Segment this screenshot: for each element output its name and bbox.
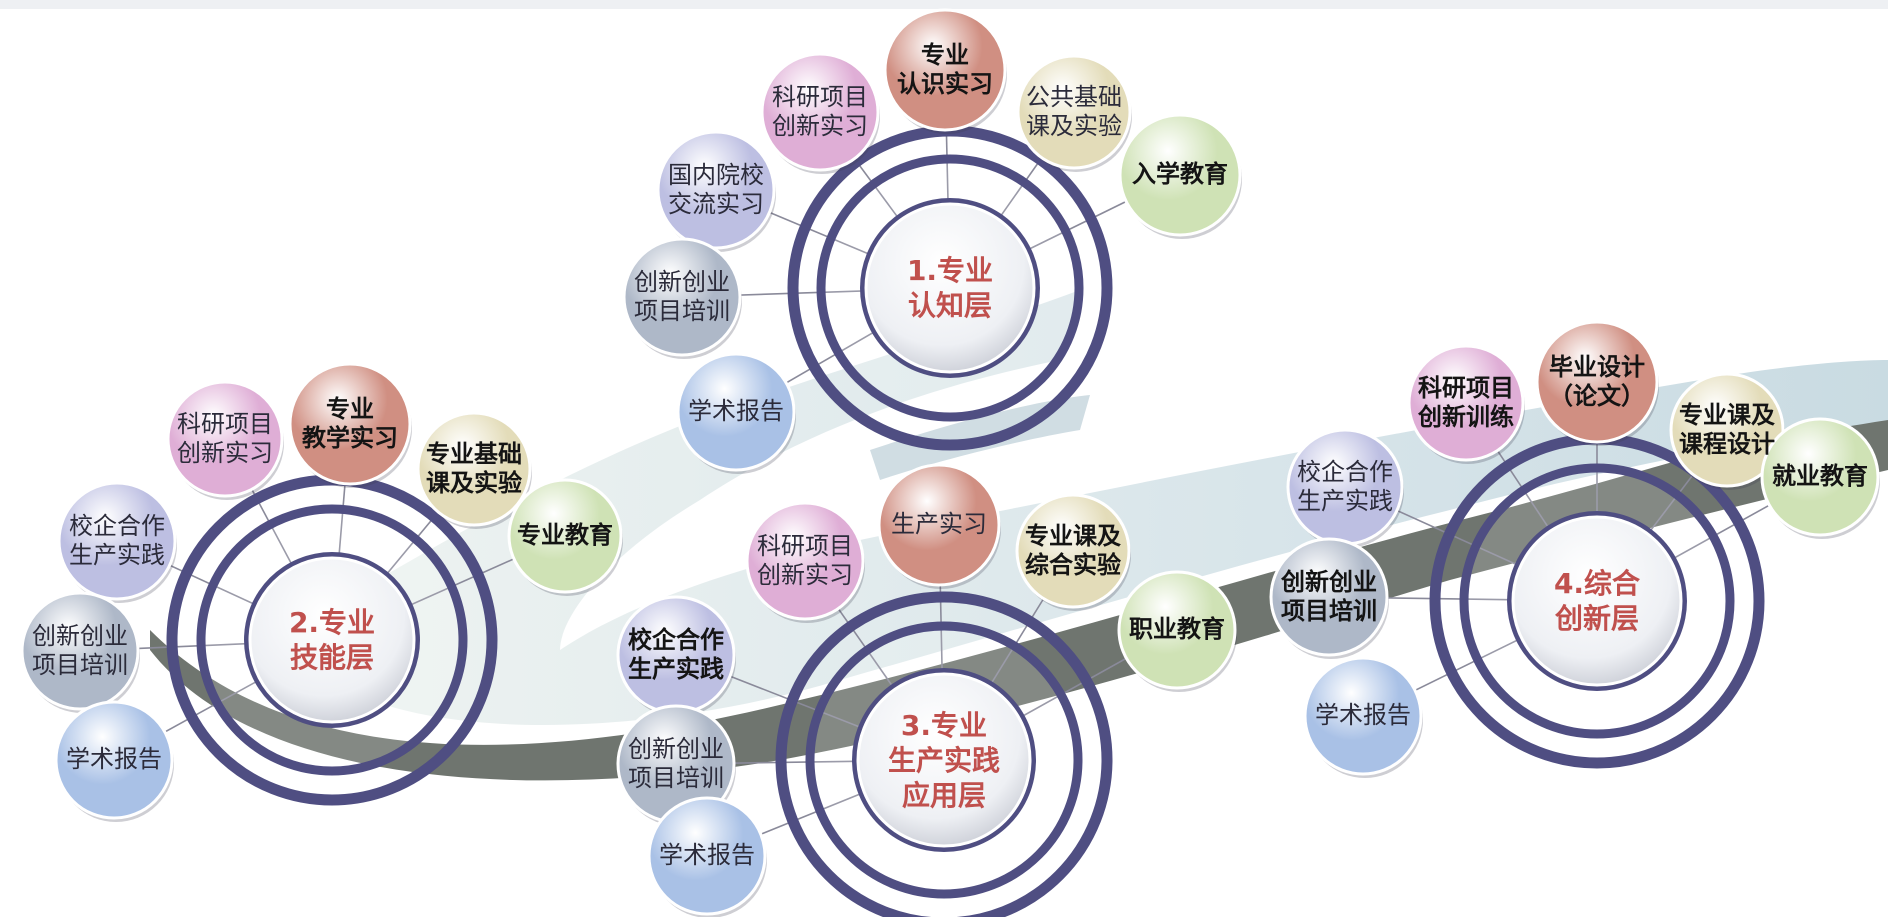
hub-circle bbox=[864, 202, 1036, 374]
node-circle bbox=[616, 595, 736, 715]
node-circle bbox=[1269, 537, 1389, 657]
node-circle bbox=[1760, 417, 1880, 537]
node-circle bbox=[1286, 428, 1404, 546]
node-circle bbox=[288, 362, 412, 486]
node-circle bbox=[507, 478, 623, 594]
node-circle bbox=[20, 591, 140, 711]
node-circle bbox=[1407, 344, 1525, 462]
node-circle bbox=[1118, 113, 1242, 237]
node-circle bbox=[1303, 656, 1423, 776]
cluster-layer-1 bbox=[622, 8, 1242, 474]
outer-ring bbox=[775, 591, 1113, 917]
node-circle bbox=[1669, 372, 1785, 488]
hub-circle bbox=[248, 556, 416, 724]
node-circle bbox=[1016, 54, 1132, 170]
top-border-strip bbox=[0, 0, 1888, 9]
node-circle bbox=[647, 796, 767, 916]
node-circle bbox=[166, 380, 284, 498]
node-circle bbox=[54, 700, 174, 820]
hub-circle bbox=[856, 672, 1032, 848]
node-circle bbox=[57, 481, 177, 601]
road-dark-edge bbox=[150, 400, 1888, 781]
node-circle bbox=[877, 463, 1001, 587]
node-circle bbox=[1117, 570, 1237, 690]
cluster-layer-3 bbox=[616, 463, 1237, 917]
node-circle bbox=[745, 501, 865, 621]
hub-circle bbox=[1511, 515, 1683, 687]
node-circle bbox=[622, 237, 742, 357]
clusters bbox=[20, 8, 1880, 917]
cluster-layer-4 bbox=[1269, 320, 1880, 778]
node-circle bbox=[1535, 320, 1659, 444]
node-circle bbox=[676, 352, 796, 472]
node-circle bbox=[1015, 493, 1131, 609]
cluster-layer-2 bbox=[20, 362, 623, 822]
node-circle bbox=[656, 130, 776, 250]
node-circle bbox=[760, 52, 880, 172]
node-circle bbox=[416, 411, 532, 527]
node-circle bbox=[883, 8, 1007, 132]
